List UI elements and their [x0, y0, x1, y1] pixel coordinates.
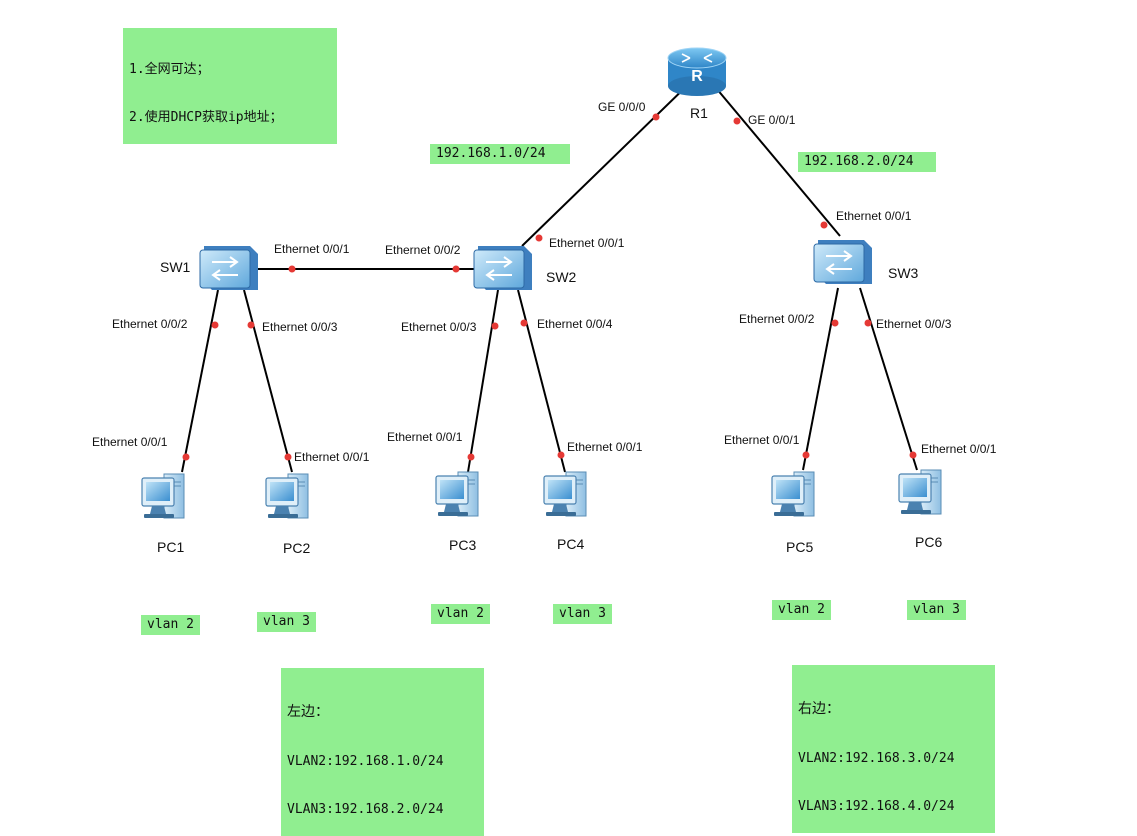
pc-icon[interactable]: [141, 473, 185, 519]
port-dot: [284, 453, 292, 461]
port-label-pc5-e1: Ethernet 0/0/1: [724, 433, 800, 447]
port-dot: [288, 265, 296, 273]
vlan-badge-pc5: vlan 2: [772, 600, 831, 620]
device-label-pc2: PC2: [283, 540, 310, 556]
port-dot: [820, 221, 828, 229]
right-side-vlan-note: 右边： VLAN2:192.168.3.0/24 VLAN3:192.168.4…: [792, 665, 995, 833]
topology-diagram: R R1 SW1 SW2 SW3 PC1 PC2 PC3 PC4 PC5 PC6…: [92, 47, 997, 556]
port-label-pc1-e1: Ethernet 0/0/1: [92, 435, 168, 449]
port-dot: [557, 451, 565, 459]
device-label-pc4: PC4: [557, 536, 584, 552]
port-dot: [864, 319, 872, 327]
pc-icon[interactable]: [265, 473, 309, 519]
vlan-badge-pc3: vlan 2: [431, 604, 490, 624]
svg-text:R: R: [691, 68, 703, 85]
switch-icon[interactable]: [813, 239, 873, 285]
requirement-2: 2.使用DHCP获取ip地址；: [129, 110, 283, 125]
vlan-badge-pc4: vlan 3: [553, 604, 612, 624]
port-dot: [535, 234, 543, 242]
right-side-vlan2: VLAN2:192.168.3.0/24: [798, 751, 955, 766]
vlan-badge-pc1: vlan 2: [141, 615, 200, 635]
device-label-sw2: SW2: [546, 269, 577, 285]
device-label-pc1: PC1: [157, 539, 184, 555]
port-dot: [182, 453, 190, 461]
port-label-sw2-e4: Ethernet 0/0/4: [537, 317, 613, 331]
device-label-pc5: PC5: [786, 539, 813, 555]
port-dot: [491, 322, 499, 330]
right-side-vlan3: VLAN3:192.168.4.0/24: [798, 799, 955, 814]
port-dot: [247, 321, 255, 329]
port-label-pc4-e1: Ethernet 0/0/1: [567, 440, 643, 454]
port-dot: [802, 451, 810, 459]
port-label-sw2-e1: Ethernet 0/0/1: [549, 236, 625, 250]
switch-icon[interactable]: [473, 245, 533, 291]
left-side-title: 左边：: [287, 704, 329, 720]
port-label-pc3-e1: Ethernet 0/0/1: [387, 430, 463, 444]
port-dot: [520, 319, 528, 327]
pc-icon[interactable]: [898, 469, 942, 515]
port-dot: [831, 319, 839, 327]
link-sw2-pc3: [467, 289, 499, 473]
vlan-badge-pc2: vlan 3: [257, 612, 316, 632]
port-dot: [733, 117, 741, 125]
vlan-badge-pc6: vlan 3: [907, 600, 966, 620]
router-icon[interactable]: R: [667, 47, 727, 96]
left-side-vlan-note: 左边： VLAN2:192.168.1.0/24 VLAN3:192.168.2…: [281, 668, 484, 836]
port-label-sw3-e2: Ethernet 0/0/2: [739, 312, 815, 326]
link-r1-sw2: [521, 75, 698, 247]
port-label-sw2-e2: Ethernet 0/0/2: [385, 243, 461, 257]
device-label-pc3: PC3: [449, 537, 476, 553]
device-label-sw3: SW3: [888, 265, 919, 281]
link-sw1-pc1: [181, 289, 219, 473]
port-label-r1-ge1: GE 0/0/1: [748, 113, 796, 127]
port-label-sw3-e1: Ethernet 0/0/1: [836, 209, 912, 223]
switch-icon[interactable]: [199, 245, 259, 291]
pc-icon[interactable]: [543, 471, 587, 517]
left-side-vlan2: VLAN2:192.168.1.0/24: [287, 754, 444, 769]
port-label-sw1-e3: Ethernet 0/0/3: [262, 320, 338, 334]
port-label-sw1-e1: Ethernet 0/0/1: [274, 242, 350, 256]
device-label-r1: R1: [690, 105, 708, 121]
port-dot: [467, 453, 475, 461]
port-dots: [182, 113, 917, 461]
right-side-title: 右边：: [798, 701, 840, 717]
network-label-right: 192.168.2.0/24: [798, 152, 936, 172]
pc-icon[interactable]: [435, 471, 479, 517]
device-label-pc6: PC6: [915, 534, 942, 550]
network-label-left: 192.168.1.0/24: [430, 144, 570, 164]
requirements-note: 1.全网可达； 2.使用DHCP获取ip地址；: [123, 28, 337, 144]
port-label-pc2-e1: Ethernet 0/0/1: [294, 450, 370, 464]
port-label-sw1-e2: Ethernet 0/0/2: [112, 317, 188, 331]
port-dot: [452, 265, 460, 273]
link-sw3-pc5: [802, 287, 839, 471]
device-label-sw1: SW1: [160, 259, 191, 275]
port-label-pc6-e1: Ethernet 0/0/1: [921, 442, 997, 456]
port-dot: [652, 113, 660, 121]
port-dot: [211, 321, 219, 329]
port-label-sw3-e3: Ethernet 0/0/3: [876, 317, 952, 331]
link-sw1-pc2: [243, 289, 293, 473]
link-sw3-pc6: [859, 287, 918, 471]
link-r1-sw3: [705, 75, 841, 237]
port-dot: [909, 451, 917, 459]
pc-icon[interactable]: [771, 471, 815, 517]
left-side-vlan3: VLAN3:192.168.2.0/24: [287, 802, 444, 817]
requirement-1: 1.全网可达；: [129, 62, 210, 77]
port-label-r1-ge0: GE 0/0/0: [598, 100, 646, 114]
port-label-sw2-e3: Ethernet 0/0/3: [401, 320, 477, 334]
